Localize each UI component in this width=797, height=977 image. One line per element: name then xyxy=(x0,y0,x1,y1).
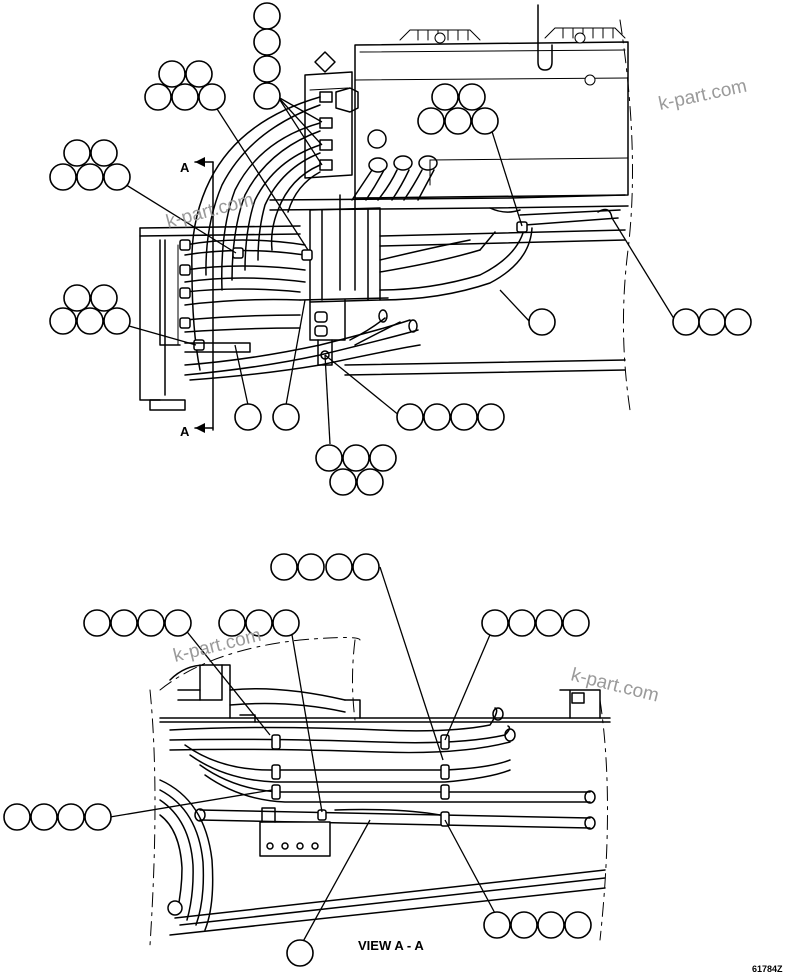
callout-bubble xyxy=(253,2,281,30)
callout-bubble xyxy=(103,163,131,191)
callout-bubble xyxy=(423,403,451,431)
leader-lines-section xyxy=(109,566,498,948)
callout-bubble xyxy=(508,609,536,637)
callout-bubble xyxy=(63,284,91,312)
callout-bubble xyxy=(272,403,300,431)
swivel-column xyxy=(299,194,389,366)
callout-bubble xyxy=(471,107,499,135)
callout-bubble xyxy=(325,553,353,581)
upper-components xyxy=(169,664,361,723)
frame-rails xyxy=(139,225,626,411)
hose-bundle-section xyxy=(169,707,596,830)
callout-bubble xyxy=(84,803,112,831)
callout-bubble xyxy=(158,60,186,88)
callout-bubble xyxy=(528,308,556,336)
callout-bubble xyxy=(253,82,281,110)
callout-bubble xyxy=(352,553,380,581)
view-title: VIEW A - A xyxy=(358,938,424,953)
section-view-a-a: VIEW A - A k-part.com k-part.com xyxy=(3,553,661,967)
watermark-text: k-part.com xyxy=(657,76,749,115)
callout-bubble xyxy=(245,609,273,637)
callout-bubble xyxy=(164,609,192,637)
callout-bubble xyxy=(63,139,91,167)
callout-bubble xyxy=(30,803,58,831)
callout-bubble xyxy=(198,83,226,111)
drawing-code: 61784Z xyxy=(752,964,783,974)
frame-body xyxy=(159,689,611,936)
callout-bubble xyxy=(253,55,281,83)
callout-bubble xyxy=(417,107,445,135)
callout-bubbles-section xyxy=(3,553,592,967)
callout-bubble xyxy=(110,609,138,637)
leader-lines-top xyxy=(114,96,677,445)
lower-valve-block xyxy=(259,807,441,857)
callout-bubble xyxy=(396,403,424,431)
callout-bubble xyxy=(137,609,165,637)
break-line xyxy=(599,699,608,941)
callout-bubble xyxy=(564,911,592,939)
callout-bubble xyxy=(49,307,77,335)
callout-bubble xyxy=(76,163,104,191)
control-valve-block xyxy=(269,4,629,213)
callout-bubble xyxy=(458,83,486,111)
callout-bubble xyxy=(218,609,246,637)
callout-bubble xyxy=(329,468,357,496)
callout-bubble xyxy=(450,403,478,431)
callout-bubble xyxy=(185,60,213,88)
clamps-section xyxy=(271,734,450,827)
callout-bubble xyxy=(270,553,298,581)
callout-bubble xyxy=(356,468,384,496)
break-line xyxy=(352,639,356,721)
break-line xyxy=(149,689,156,946)
clamps-top xyxy=(179,221,528,353)
callout-bubble xyxy=(315,444,343,472)
callout-bubble xyxy=(3,803,31,831)
callout-bubble xyxy=(562,609,590,637)
section-label-bottom: A xyxy=(180,424,190,439)
callout-bubble xyxy=(698,308,726,336)
hose-ends xyxy=(378,208,621,333)
callout-bubble xyxy=(286,939,314,967)
callout-bubble xyxy=(144,83,172,111)
section-marker: A A xyxy=(180,157,214,439)
callout-bubble xyxy=(297,553,325,581)
callout-bubble xyxy=(535,609,563,637)
section-label-top: A xyxy=(180,160,190,175)
callout-bubble xyxy=(477,403,505,431)
callout-bubble xyxy=(724,308,752,336)
callout-bubble xyxy=(83,609,111,637)
callout-bubble xyxy=(483,911,511,939)
curved-guard xyxy=(159,779,214,931)
callout-bubble xyxy=(672,308,700,336)
callout-bubble xyxy=(90,284,118,312)
callout-bubble xyxy=(342,444,370,472)
callout-bubbles-top xyxy=(49,2,752,496)
callout-bubble xyxy=(510,911,538,939)
callout-bubble xyxy=(103,307,131,335)
callout-bubble xyxy=(481,609,509,637)
callout-bubble xyxy=(253,28,281,56)
break-line xyxy=(159,637,361,691)
callout-bubble xyxy=(57,803,85,831)
callout-bubble xyxy=(171,83,199,111)
callout-bubble xyxy=(369,444,397,472)
callout-bubble xyxy=(49,163,77,191)
callout-bubble xyxy=(431,83,459,111)
callout-bubble xyxy=(444,107,472,135)
side-manifold xyxy=(304,51,359,179)
top-view: A A xyxy=(49,2,752,496)
callout-bubble xyxy=(90,139,118,167)
callout-bubble xyxy=(234,403,262,431)
callout-bubble xyxy=(537,911,565,939)
callout-bubble xyxy=(76,307,104,335)
callout-bubble xyxy=(272,609,300,637)
